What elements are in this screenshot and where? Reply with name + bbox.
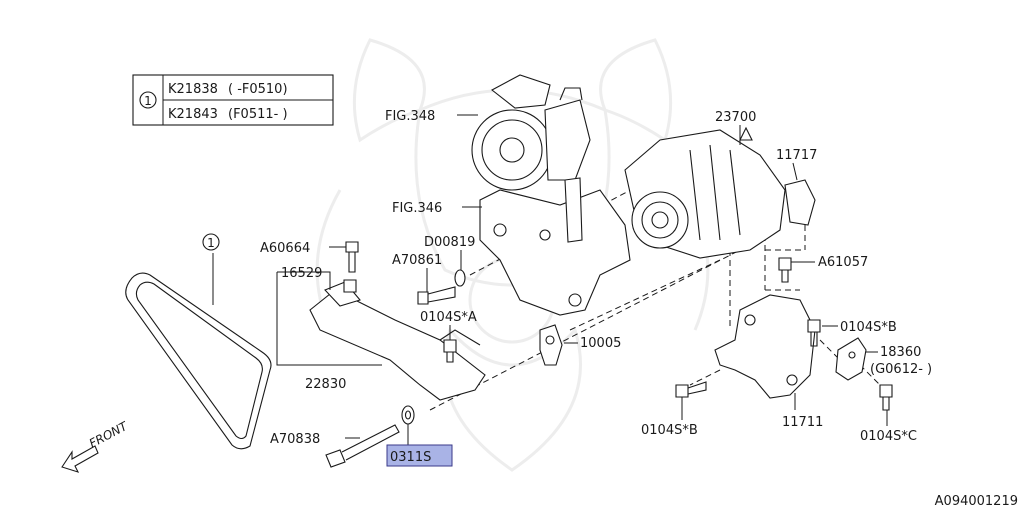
- svg-text:23700: 23700: [715, 110, 756, 125]
- highlight-box: [386, 444, 453, 467]
- diagram-id: A094001219: [935, 494, 1018, 509]
- callout-18360[interactable]: 18360: [880, 345, 921, 360]
- callout-11717[interactable]: 11717: [776, 148, 817, 163]
- callout-a61057[interactable]: A61057: [818, 255, 868, 270]
- bolt-a70861[interactable]: [417, 286, 456, 305]
- callout-10005[interactable]: 10005: [580, 336, 621, 351]
- bracket-16529[interactable]: [324, 281, 361, 307]
- callout-0104s-c[interactable]: 0104S*C: [860, 429, 917, 444]
- bolt-a60664[interactable]: [345, 241, 359, 273]
- svg-text:0104S*A: 0104S*A: [420, 310, 477, 325]
- bolt-0104s-b-right[interactable]: [807, 319, 821, 347]
- svg-text:0104S*B: 0104S*B: [840, 320, 897, 335]
- callout-22830[interactable]: 22830: [305, 377, 346, 392]
- bracket-22830[interactable]: [309, 289, 486, 401]
- svg-text:D00819: D00819: [424, 235, 475, 250]
- callout-18360-range: (G0612- ): [870, 362, 932, 377]
- drive-belt[interactable]: [125, 272, 272, 450]
- callout-0104s-b-right[interactable]: 0104S*B: [840, 320, 897, 335]
- nut-16529[interactable]: [343, 279, 357, 293]
- svg-text:11717: 11717: [776, 148, 817, 163]
- callout-fig348[interactable]: FIG.348: [385, 109, 435, 124]
- callout-11711[interactable]: 11711: [782, 415, 823, 430]
- legend-table: 1 K21838 ( -F0510) K21843 (F0511- ): [132, 74, 334, 126]
- bolt-0104s-a[interactable]: [443, 339, 457, 363]
- legend-marker: 1: [144, 94, 152, 108]
- bolt-a70838[interactable]: [325, 424, 400, 468]
- belt-marker: 1: [207, 236, 215, 250]
- alternator[interactable]: [624, 126, 786, 259]
- callout-a70861[interactable]: A70861: [392, 253, 442, 268]
- legend-row-2-range: (F0511- ): [228, 107, 288, 122]
- belt-marker-circle: [202, 233, 220, 251]
- svg-text:0104S*C: 0104S*C: [860, 429, 917, 444]
- svg-text:A70838: A70838: [270, 432, 320, 447]
- svg-text:16529: 16529: [281, 266, 322, 281]
- legend-row-2[interactable]: K21843 (F0511- ): [168, 107, 288, 122]
- legend-marker-circle: [139, 91, 157, 109]
- part-10005[interactable]: [539, 324, 563, 366]
- callout-0104s-b-bottom[interactable]: 0104S*B: [641, 423, 698, 438]
- legend-row-1[interactable]: K21838 ( -F0510): [168, 82, 288, 97]
- svg-text:A60664: A60664: [260, 241, 310, 256]
- callout-16529[interactable]: 16529: [281, 266, 322, 281]
- callout-a60664[interactable]: A60664: [260, 241, 310, 256]
- svg-text:A61057: A61057: [818, 255, 868, 270]
- bolt-0104s-b-bottom[interactable]: [675, 381, 707, 398]
- washer-d00819[interactable]: [454, 269, 466, 287]
- bolt-0104s-c[interactable]: [879, 384, 893, 411]
- callout-23700[interactable]: 23700: [715, 110, 756, 125]
- svg-text:11711: 11711: [782, 415, 823, 430]
- svg-text:FIG.348: FIG.348: [385, 109, 435, 124]
- assembly-guide-lines: [429, 184, 886, 411]
- svg-text:FIG.346: FIG.346: [392, 201, 442, 216]
- callout-d00819[interactable]: D00819: [424, 235, 475, 250]
- bolt-a61057[interactable]: [778, 257, 792, 283]
- legend-row-1-part[interactable]: K21838: [168, 82, 218, 97]
- svg-text:10005: 10005: [580, 336, 621, 351]
- power-steering-pump[interactable]: [471, 74, 591, 191]
- svg-text:A70861: A70861: [392, 253, 442, 268]
- callout-0104s-a[interactable]: 0104S*A: [420, 310, 477, 325]
- washer-0311s[interactable]: [401, 405, 415, 425]
- legend-row-1-range: ( -F0510): [228, 82, 288, 97]
- callout-a70838[interactable]: A70838: [270, 432, 320, 447]
- svg-text:0104S*B: 0104S*B: [641, 423, 698, 438]
- callout-fig346[interactable]: FIG.346: [392, 201, 442, 216]
- bracket-11717[interactable]: [784, 179, 816, 226]
- svg-text:0311S: 0311S: [390, 450, 431, 465]
- callout-0311s-highlighted[interactable]: 0311S: [386, 444, 453, 467]
- plate-18360[interactable]: [835, 337, 867, 381]
- bracket-11711[interactable]: [714, 294, 816, 399]
- leader-lines: [212, 114, 888, 445]
- svg-text:22830: 22830: [305, 377, 346, 392]
- front-label: FRONT: [87, 418, 131, 450]
- pump-bracket[interactable]: [479, 177, 631, 316]
- legend-row-2-part[interactable]: K21843: [168, 107, 218, 122]
- front-arrow: FRONT: [61, 418, 131, 473]
- svg-text:18360: 18360: [880, 345, 921, 360]
